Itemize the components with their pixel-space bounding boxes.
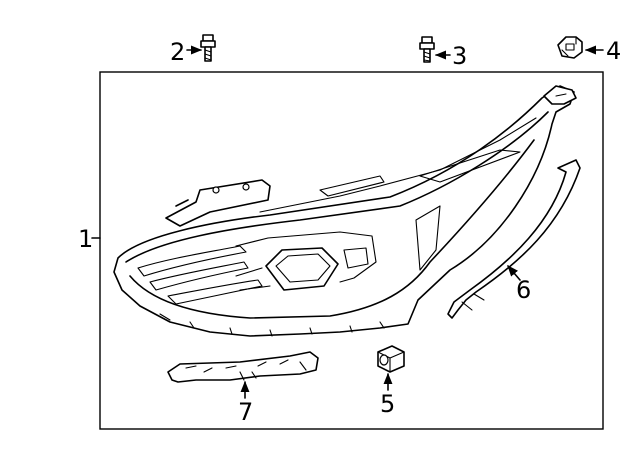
headlamp-assembly-part-1: [113, 85, 577, 337]
callout-1: 1: [78, 225, 93, 253]
bolt-part-3: [419, 36, 435, 63]
clip-part-4: [557, 36, 583, 59]
callout-2: 2: [170, 38, 185, 66]
seal-strip-part-6: [447, 159, 581, 319]
bracket-part-7: [167, 351, 319, 383]
bolt-part-2: [200, 34, 216, 62]
grommet-part-5: [377, 345, 405, 373]
diagram-frame: [99, 71, 604, 430]
callout-6: 6: [516, 276, 531, 304]
callout-7: 7: [238, 398, 253, 426]
callout-5: 5: [380, 390, 395, 418]
callout-4: 4: [606, 37, 621, 65]
callout-3: 3: [452, 42, 467, 70]
leader-6: [507, 265, 521, 281]
